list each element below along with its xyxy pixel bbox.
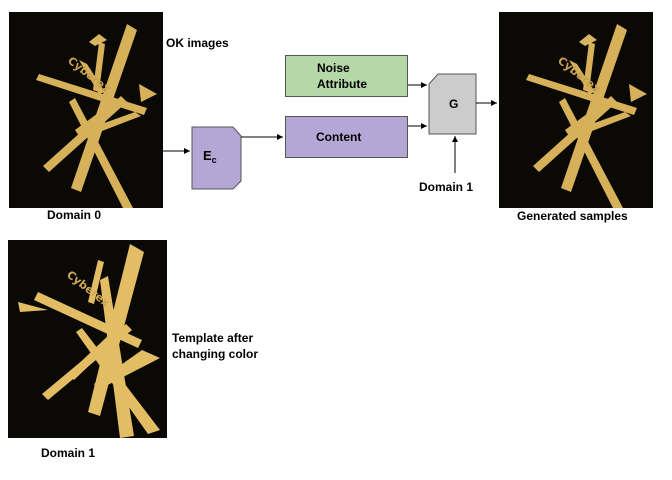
domain0-caption: Domain 0 [47, 208, 102, 222]
noise-label-line1: Noise [317, 61, 350, 75]
domain1-caption: Domain 1 [41, 446, 96, 460]
content-box: Content [285, 116, 408, 158]
generated-image: Cyberex [499, 12, 653, 208]
content-label: Content [316, 130, 362, 144]
template-after-label: Template after changing color [172, 331, 259, 361]
noise-attribute-box: Noise Attribute [285, 55, 408, 97]
ok-images-label: OK images [166, 36, 229, 50]
encoder-label: Ec [203, 148, 217, 168]
domain0-image: Cyberex [9, 12, 163, 208]
generated-samples-caption: Generated samples [517, 209, 628, 223]
generator-node [428, 73, 477, 135]
encoder-label-sub: c [211, 155, 217, 165]
domain1-image: Cyberex [8, 240, 167, 438]
encoder-node [191, 126, 242, 190]
domain1-input-label: Domain 1 [419, 180, 474, 194]
encoder-label-main: E [203, 148, 212, 163]
generator-label: G [449, 97, 459, 111]
noise-label-line2: Attribute [317, 77, 367, 91]
